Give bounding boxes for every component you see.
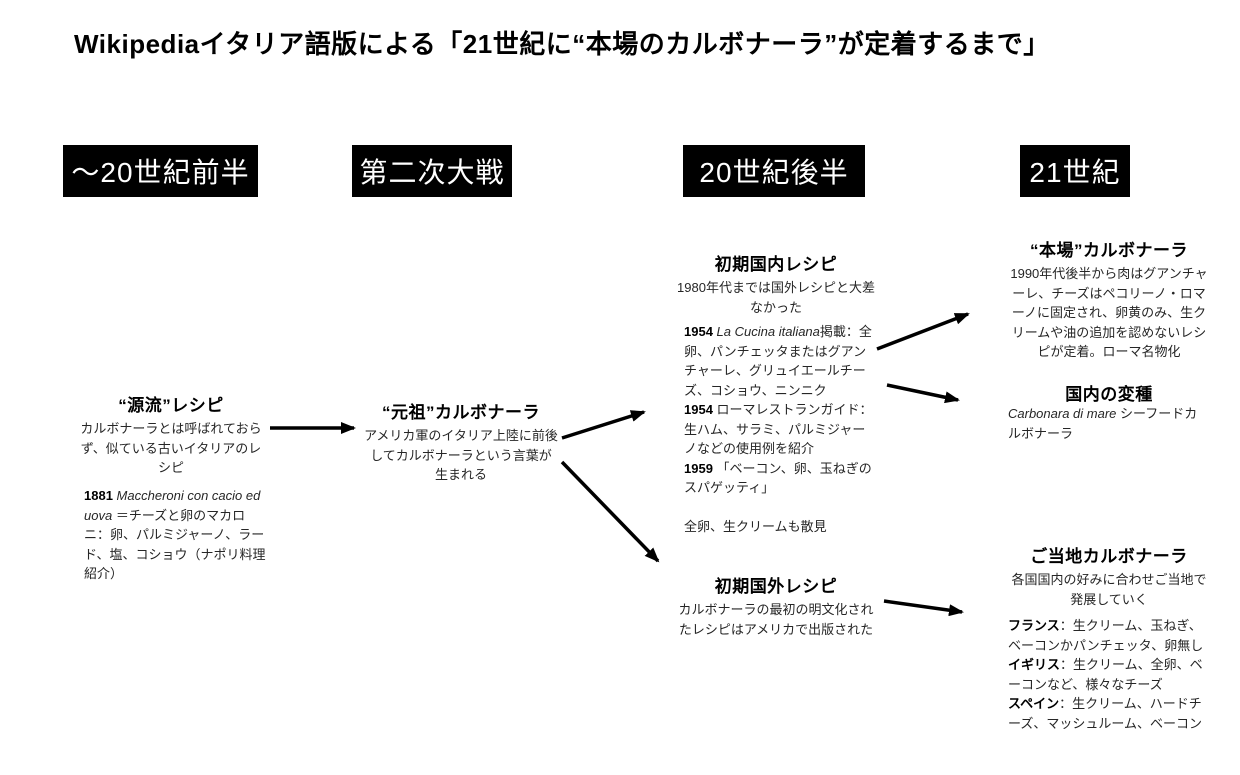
arrow-ganso-to-kokunai bbox=[561, 410, 646, 440]
node-genryu-detail: 1881 Maccheroni con cacio ed uova ＝チーズと卵… bbox=[84, 488, 266, 581]
node-honba-body: 1990年代後半から肉はグアンチャーレ、チーズはペコリーノ・ロマーノに固定され、… bbox=[1010, 266, 1208, 359]
era-header-pre-20th-century: ～20世紀前半 bbox=[63, 145, 258, 197]
node-ganso-body: アメリカ軍のイタリア上陸に前後してカルボナーラという言葉が生まれる bbox=[364, 428, 558, 482]
node-kokunai-heading: 初期国内レシピ bbox=[714, 255, 838, 274]
node-local-carbonara: ご当地カルボナーラ 各国国内の好みに合わせご当地で発展していく bbox=[1006, 542, 1212, 609]
node-early-domestic-recipes: 初期国内レシピ 1980年代までは国外レシピと大差なかった bbox=[676, 250, 876, 317]
era-header-21st-century: 21世紀 bbox=[1020, 145, 1130, 197]
node-early-foreign-recipes: 初期国外レシピ カルボナーラの最初の明文化されたレシピはアメリカで出版された bbox=[676, 572, 876, 639]
node-hensyu-heading: 国内の変種 bbox=[1065, 385, 1153, 404]
node-domestic-variant: 国内の変種 bbox=[1006, 380, 1212, 408]
arrow-kokunai-to-hensyu bbox=[886, 383, 960, 404]
node-gotochi-detail: フランス：生クリーム、玉ねぎ、ベーコンかパンチェッタ、卵無し イギリス：生クリー… bbox=[1008, 618, 1204, 731]
node-genryu-body: カルボナーラとは呼ばれておらず、似ている古いイタリアのレシピ bbox=[80, 421, 262, 475]
arrow-kokugai-to-gotochi bbox=[883, 599, 964, 617]
node-genryu-heading: “源流”レシピ bbox=[118, 396, 224, 415]
node-genryu-recipe: “源流”レシピ カルボナーラとは呼ばれておらず、似ている古いイタリアのレシピ bbox=[78, 391, 264, 478]
node-ganso-carbonara: “元祖”カルボナーラ アメリカ軍のイタリア上陸に前後してカルボナーラという言葉が… bbox=[364, 398, 558, 485]
era-header-wwii: 第二次大戦 bbox=[352, 145, 512, 197]
page-title: Wikipediaイタリア語版による「21世紀に“本場のカルボナーラ”が定着する… bbox=[74, 29, 1050, 59]
node-gotochi-heading: ご当地カルボナーラ bbox=[1030, 547, 1188, 566]
node-kokugai-heading: 初期国外レシピ bbox=[714, 577, 838, 596]
node-kokugai-body: カルボナーラの最初の明文化されたレシピはアメリカで出版された bbox=[678, 602, 874, 637]
era-header-late-20th-century: 20世紀後半 bbox=[683, 145, 865, 197]
node-authentic-carbonara: “本場”カルボナーラ 1990年代後半から肉はグアンチャーレ、チーズはペコリーノ… bbox=[1006, 236, 1212, 362]
node-gotochi-body: 各国国内の好みに合わせご当地で発展していく bbox=[1011, 572, 1207, 607]
arrow-ganso-to-kokugai bbox=[560, 460, 660, 563]
node-kokunai-body: 1980年代までは国外レシピと大差なかった bbox=[677, 280, 875, 315]
node-honba-heading: “本場”カルボナーラ bbox=[1030, 241, 1188, 260]
node-kokunai-detail: 1954 La Cucina italiana掲載：全卵、パンチェッタまたはグア… bbox=[684, 324, 873, 534]
arrow-kokunai-to-honba bbox=[876, 312, 970, 351]
node-hensyu-detail: Carbonara di mare シーフードカルボナーラ bbox=[1008, 406, 1198, 441]
node-ganso-heading: “元祖”カルボナーラ bbox=[382, 403, 540, 422]
